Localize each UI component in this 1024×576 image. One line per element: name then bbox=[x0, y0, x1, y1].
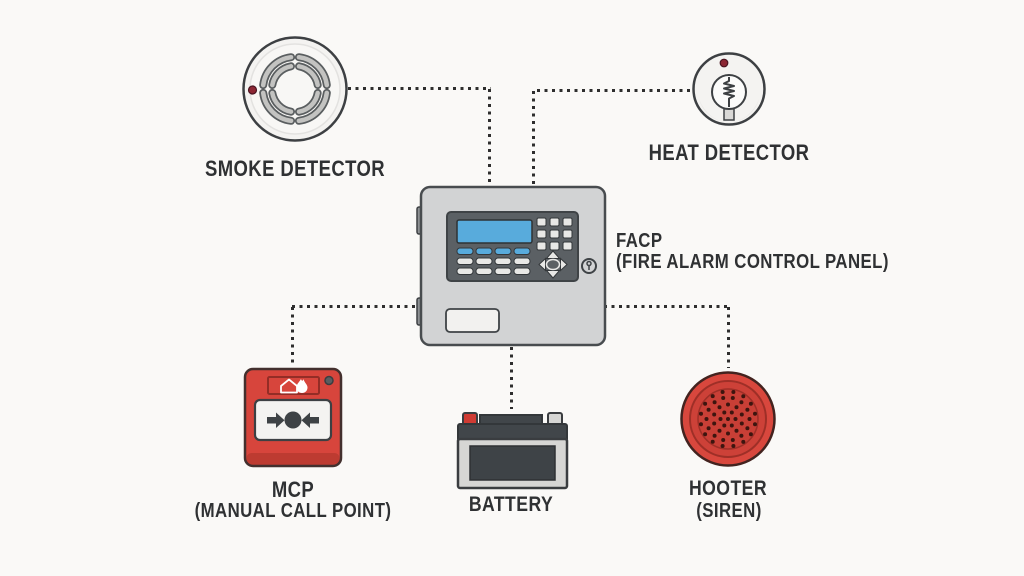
facp-label: FACP bbox=[616, 230, 663, 252]
mcp-sublabel: (MANUAL CALL POINT) bbox=[194, 500, 392, 522]
connector-heat-to-facp-horizontal bbox=[537, 89, 693, 92]
connector-facp-to-mcp-vertical bbox=[291, 307, 294, 367]
smoke-detector-icon bbox=[241, 35, 349, 148]
facp-sublabel: (FIRE ALARM CONTROL PANEL) bbox=[616, 251, 889, 273]
mcp-led bbox=[324, 375, 334, 386]
connector-facp-to-hooter-horizontal bbox=[604, 305, 730, 308]
smoke-detector-label: SMOKE DETECTOR bbox=[204, 156, 386, 181]
press-here-arrows bbox=[267, 411, 319, 429]
battery-front-panel bbox=[469, 445, 556, 481]
connector-facp-to-battery-vertical bbox=[510, 347, 513, 409]
facp-function-keys-row1 bbox=[456, 247, 531, 255]
facp-key-lock bbox=[581, 258, 597, 274]
facp-dpad bbox=[538, 250, 568, 279]
connector-smoke-to-facp-vertical bbox=[488, 89, 491, 187]
mcp-fire-sign bbox=[267, 376, 320, 395]
facp-lcd-screen bbox=[456, 219, 533, 244]
heat-detector-icon bbox=[691, 51, 767, 132]
battery-icon bbox=[455, 411, 570, 496]
hooter-label: HOOTER bbox=[689, 477, 767, 500]
connector-smoke-to-facp-horizontal bbox=[348, 87, 491, 90]
heat-detector-label: HEAT DETECTOR bbox=[648, 140, 810, 165]
facp-keypad bbox=[536, 217, 573, 251]
facp-nameplate bbox=[445, 308, 500, 333]
connector-facp-to-hooter-vertical bbox=[727, 307, 730, 368]
facp-icon bbox=[415, 185, 611, 354]
connector-heat-to-facp-vertical bbox=[532, 91, 535, 187]
speaker-holes bbox=[699, 390, 757, 448]
battery-label: BATTERY bbox=[468, 493, 554, 516]
facp-label-block: FACP (FIRE ALARM CONTROL PANEL) bbox=[616, 231, 889, 273]
house-flame-icon bbox=[280, 378, 308, 394]
mcp-label: MCP bbox=[271, 477, 315, 502]
hooter-icon bbox=[679, 370, 779, 475]
mcp-icon bbox=[243, 367, 343, 475]
smoke-detector-led bbox=[247, 85, 258, 95]
hooter-sublabel: (SIREN) bbox=[696, 500, 762, 522]
heat-detector-led bbox=[719, 58, 729, 68]
thermistor-symbol bbox=[723, 77, 735, 107]
facp-function-keys-row2 bbox=[456, 257, 531, 275]
connector-facp-to-mcp-horizontal bbox=[292, 305, 417, 308]
